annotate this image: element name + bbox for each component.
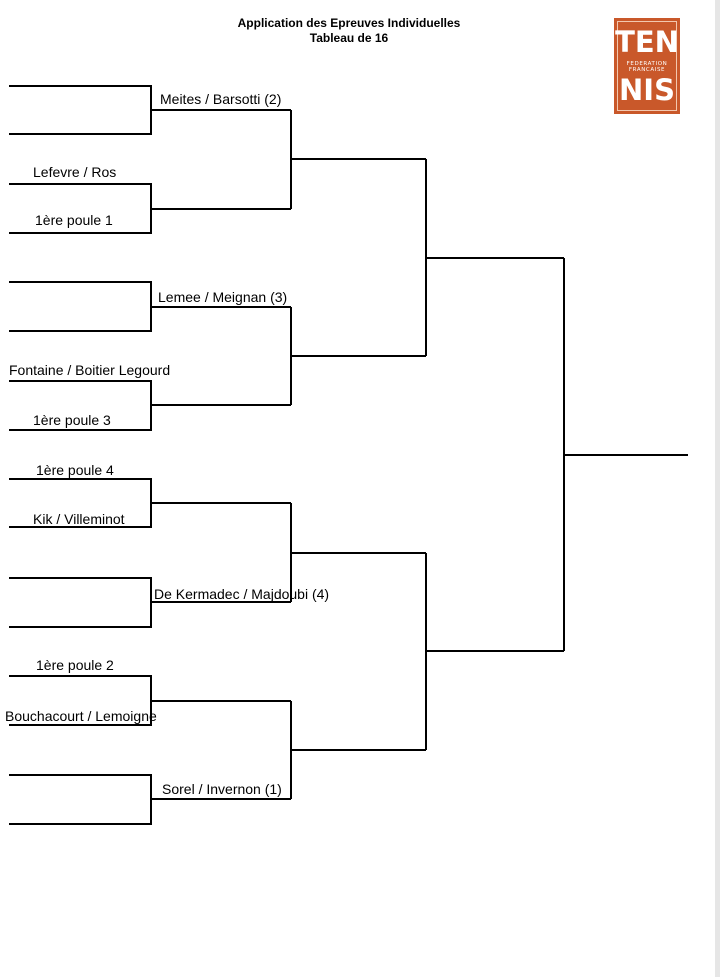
r2-slot-8-label: Sorel / Invernon (1) (162, 781, 282, 797)
r1-match-1 (9, 85, 152, 135)
r1-slot-9-label: 1ère poule 4 (36, 462, 114, 478)
r1-match-3 (9, 281, 152, 332)
r1-slot-3-label: Lefevre / Ros (33, 164, 117, 180)
r2-slot-3-label: Lemee / Meignan (3) (158, 289, 288, 305)
header: Application des Epreuves Individuelles T… (0, 16, 698, 46)
r1-slot-10-label: Kik / Villeminot (33, 511, 125, 527)
r1-slot-8-label: 1ère poule 3 (33, 412, 111, 428)
logo-text-line2: FRANCAISE (628, 67, 666, 73)
r1-slot-4-label: 1ère poule 1 (35, 212, 113, 228)
r1-match-6 (9, 577, 152, 628)
r2-slot-1-label: Meites / Barsotti (2) (160, 91, 282, 107)
r1-slot-13-label: 1ère poule 2 (36, 657, 114, 673)
logo-text-line1: FEDERATION (626, 61, 668, 67)
page-title: Application des Epreuves Individuelles (237, 16, 461, 30)
r1-match-8 (9, 774, 152, 825)
r1-slot-14-label: Bouchacourt / Lemoigne (5, 708, 157, 724)
tennis-federation-logo: TEN FEDERATION FRANCAISE NIS (614, 18, 680, 114)
logo-text-top: TEN (615, 25, 679, 59)
logo-frame (617, 21, 677, 111)
r2-slot-6-label: De Kermadec / Majdoubi (4) (154, 586, 330, 602)
page-subtitle: Tableau de 16 (309, 31, 389, 45)
page-edge (715, 0, 720, 977)
logo-text-bottom: NIS (619, 73, 675, 107)
r1-slot-7-label: Fontaine / Boitier Legourd (9, 362, 171, 378)
